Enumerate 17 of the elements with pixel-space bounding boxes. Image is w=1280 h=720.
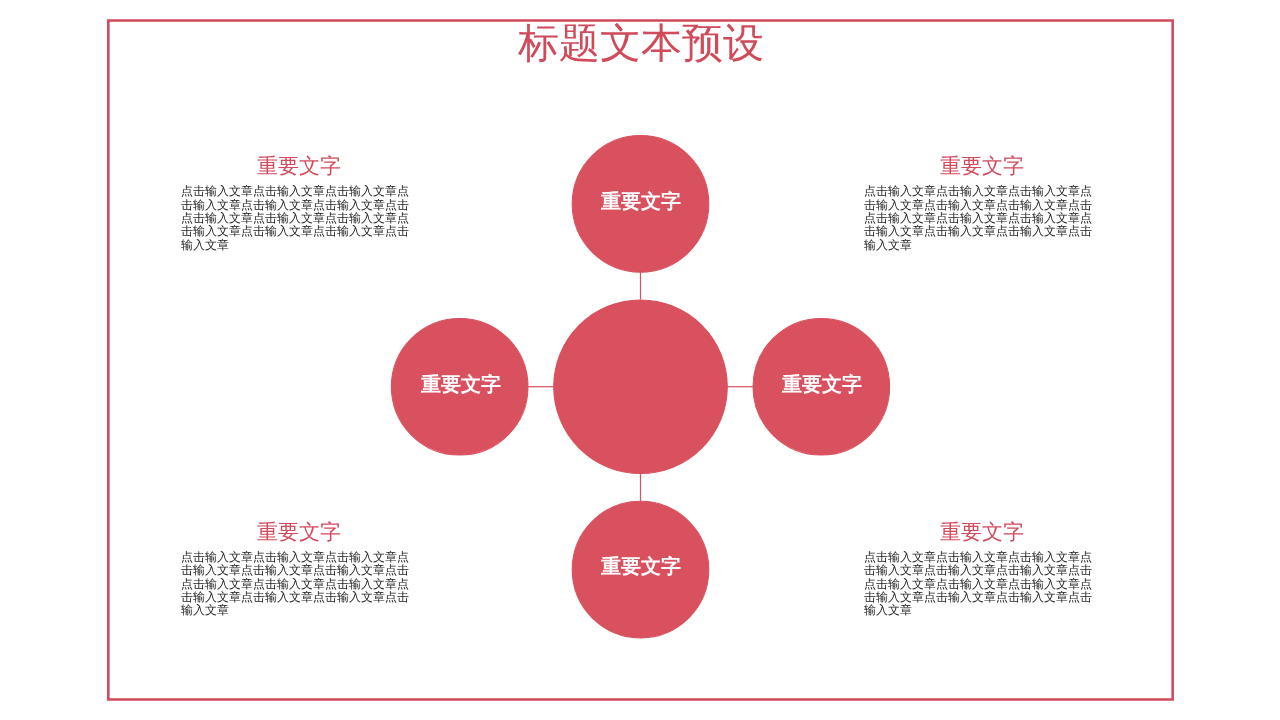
node-circle: 重要文字 xyxy=(390,317,528,456)
label: 重要文字 xyxy=(939,154,1024,179)
node-circle: 重要文字 xyxy=(571,135,709,273)
label: 点击输入文章点击输入文章点击输入文章点击输入文章点击输入文章点击输入文章点击点击输入文章点击输入文章点击输入文章点击输入文章点击输入文章点击输入文章点击输入文章 xyxy=(180,184,409,252)
label: 重要文字 xyxy=(939,519,1024,544)
label: 点击输入文章点击输入文章点击输入文章点击输入文章点击输入文章点击输入文章点击点击输入文章点击输入文章点击输入文章点击输入文章点击输入文章点击输入文章点击输入文章 xyxy=(863,184,1092,252)
node-circle xyxy=(552,299,728,475)
node-circle: 重要文字 xyxy=(571,500,709,639)
connector xyxy=(726,386,753,388)
label: 点击输入文章点击输入文章点击输入文章点击输入文章点击输入文章点击输入文章点击点击输入文章点击输入文章点击输入文章点击输入文章点击输入文章点击输入文章点击输入文章 xyxy=(180,549,409,618)
node-circle: 重要文字 xyxy=(752,317,890,456)
label: 重要文字 xyxy=(256,154,341,179)
connector xyxy=(639,271,641,301)
label: 重要文字 xyxy=(256,519,341,544)
label: 点击输入文章点击输入文章点击输入文章点击输入文章点击输入文章点击输入文章点击点击输入文章点击输入文章点击输入文章点击输入文章点击输入文章点击输入文章点击输入文章 xyxy=(863,549,1092,618)
connector xyxy=(639,473,641,502)
connector xyxy=(527,386,554,388)
